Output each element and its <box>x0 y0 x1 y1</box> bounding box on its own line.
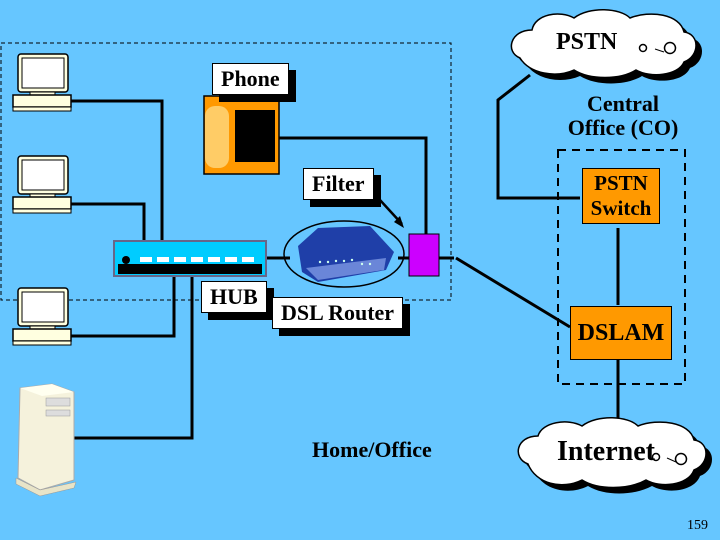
phone-icon[interactable] <box>203 95 280 175</box>
hub-icon[interactable] <box>113 240 267 277</box>
cable-server-hub <box>72 262 194 440</box>
cable-computer1-hub <box>70 99 164 250</box>
home-office-label: Home/Office <box>312 437 432 462</box>
hub-label: HUB <box>201 281 267 313</box>
dslam-box[interactable]: DSLAM <box>570 306 672 360</box>
page-number: 159 <box>687 518 708 533</box>
pstn-switch-line1: PSTN <box>594 171 648 195</box>
pstn-switch-line2: Switch <box>590 196 652 220</box>
cable-computer2-hub <box>70 202 146 250</box>
pstn-switch-box[interactable]: PSTN Switch <box>582 168 660 224</box>
arrow-head-icon <box>394 216 404 228</box>
central-office-boundary <box>557 149 686 385</box>
computer-2-icon[interactable] <box>12 155 72 214</box>
cable-filter-dslam <box>455 256 571 329</box>
central-office-line1: Central <box>586 91 660 116</box>
cable-switch-pstn <box>496 73 580 200</box>
computer-3-icon[interactable] <box>12 287 72 346</box>
internet-cloud-icon[interactable] <box>517 417 712 494</box>
phone-label: Phone <box>212 63 289 95</box>
cables <box>70 73 620 440</box>
cable-phone-filter <box>278 136 428 235</box>
central-office-label: Central Office (CO) <box>548 92 698 140</box>
server-icon[interactable] <box>15 383 77 497</box>
central-office-line2: Office (CO) <box>567 115 679 140</box>
pstn-cloud-icon[interactable] <box>510 9 702 84</box>
dsl-router-icon[interactable] <box>283 220 405 288</box>
computer-1-icon[interactable] <box>12 53 72 112</box>
dsl-router-label: DSL Router <box>272 297 404 329</box>
cable-computer3-hub <box>70 262 176 338</box>
filter-label: Filter <box>303 168 374 200</box>
internet-cloud-label: Internet <box>557 436 655 467</box>
pstn-cloud-label: PSTN <box>556 29 618 55</box>
filter-icon[interactable] <box>408 233 440 277</box>
